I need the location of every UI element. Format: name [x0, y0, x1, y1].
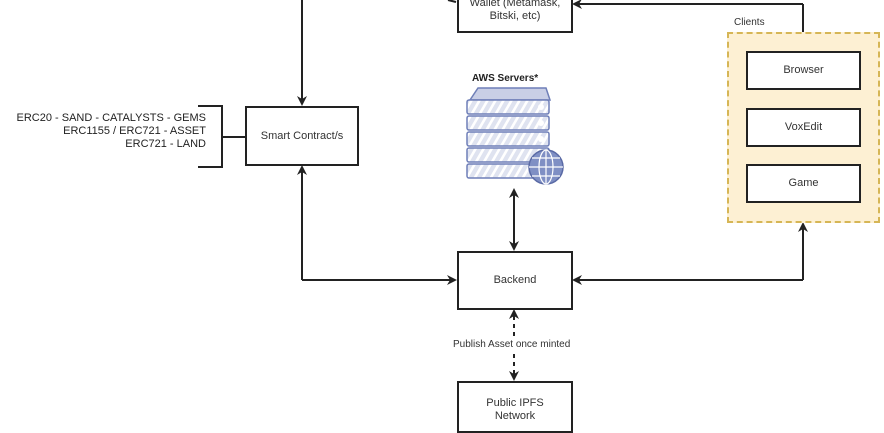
client-browser[interactable]: Browser: [746, 51, 861, 90]
client-label: Game: [788, 177, 819, 189]
token-item: ERC1155 / ERC721 - ASSET: [63, 125, 206, 137]
aws-servers-title: AWS Servers*: [472, 73, 539, 84]
backend-node[interactable]: Backend: [457, 251, 573, 310]
server-globe-icon: [466, 87, 564, 185]
smart-contract-label: Smart Contract/s: [260, 129, 344, 142]
token-standards-list: ERC20 - SAND - CATALYSTS - GEMS ERC1155 …: [17, 112, 206, 151]
ipfs-label: Public IPFS Network: [486, 397, 544, 422]
backend-label: Backend: [493, 274, 537, 286]
token-bracket: [198, 105, 245, 168]
publish-asset-label: Publish Asset once minted: [453, 339, 571, 350]
token-item: ERC721 - LAND: [125, 138, 206, 150]
connector-layer: [198, 0, 808, 381]
client-label: VoxEdit: [784, 121, 823, 133]
clients-title: Clients: [734, 17, 765, 28]
wallet-node[interactable]: Wallet (Metamask, Bitski, etc): [457, 0, 573, 33]
smart-contract-node[interactable]: Smart Contract/s: [245, 106, 359, 166]
ipfs-node[interactable]: Public IPFS Network: [457, 381, 573, 433]
client-voxedit[interactable]: VoxEdit: [746, 108, 861, 147]
client-game[interactable]: Game: [746, 164, 861, 203]
token-item: ERC20 - SAND - CATALYSTS - GEMS: [16, 112, 206, 124]
wallet-label: Wallet (Metamask, Bitski, etc): [469, 0, 561, 22]
client-label: Browser: [783, 64, 824, 76]
